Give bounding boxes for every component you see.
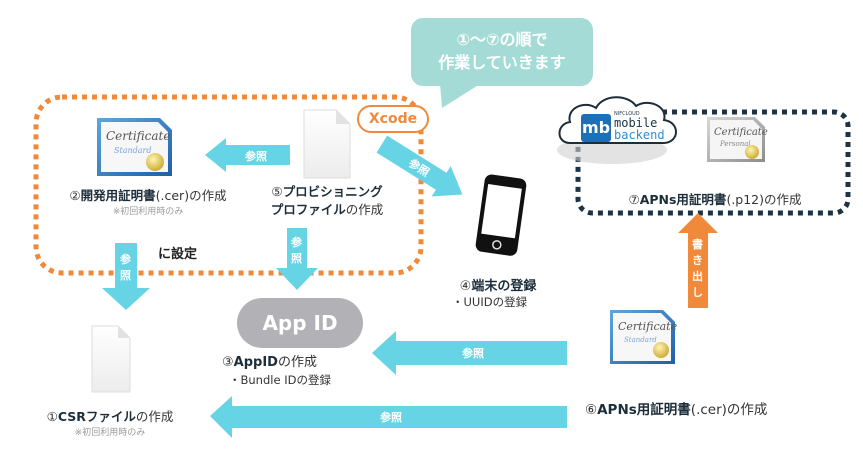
step4-num: ④ (459, 279, 472, 294)
step5-bold2: プロファイル (270, 202, 346, 217)
callout-bubble (411, 18, 593, 108)
step3-rest: の作成 (277, 355, 317, 370)
certificate-icon-step2: Certificate Standard (97, 118, 172, 176)
arrow-label-bottom: 照 (291, 252, 302, 265)
arrow-reference-6-to-3: 参照 (372, 331, 567, 375)
export-char-3: 出 (692, 269, 703, 283)
callout-line2: 作業していきます (438, 53, 566, 72)
step6-num: ⑥ (585, 402, 598, 418)
step1-rest: の作成 (135, 409, 174, 424)
step1-num: ① (46, 409, 58, 424)
arrow-label-top: 参 (120, 252, 132, 266)
arrow-reference-5-to-4: 参照 (376, 135, 463, 197)
cert-standard: Standard (624, 336, 657, 344)
arrow-reference-6-to-1: 参照 (210, 396, 567, 438)
export-char-4: し (692, 286, 703, 299)
step2-bold: 開発用証明書 (80, 188, 156, 203)
arrow-reference-2-to-1: 参 照 (102, 243, 150, 310)
csr-file-icon (91, 325, 131, 393)
step5-num: ⑤ (271, 184, 283, 199)
step5-bold: プロビショニング (282, 184, 383, 199)
cert-title: Certificate (106, 129, 170, 143)
logo-line-mobile: mobile (614, 116, 658, 130)
step3-num: ③ (222, 355, 234, 370)
logo-line-backend: backend (614, 128, 665, 142)
personal-certificate-icon: Certificate Personal (707, 117, 768, 162)
provisioning-file-icon (303, 109, 351, 179)
arrow-label: 参照 (380, 410, 402, 424)
callout-line1: ①〜⑦の順で (456, 30, 548, 49)
arrow-export-6-to-7: 書 き 出 し (678, 213, 718, 308)
step7-bold: APNs用証明書 (639, 192, 727, 207)
cert-title: Certificate (714, 127, 768, 138)
step1-bold: CSRファイル (57, 409, 136, 424)
arrow-label-top: 参 (291, 235, 303, 249)
step3-bold: AppID (233, 355, 278, 370)
xcode-group-border (33, 94, 424, 276)
arrow-label: 参照 (462, 346, 484, 360)
nifcloud-group-border (575, 109, 851, 216)
step6-rest: (.cer)の作成 (690, 402, 768, 418)
step4-label: ④端末の登録 (443, 275, 553, 294)
nifcloud-brand-text: NIFCLOUD (614, 111, 640, 117)
step7-rest: (.p12)の作成 (726, 192, 802, 207)
step5-label: ⑤プロビショニング プロファイルの作成 (252, 183, 402, 219)
step3-label: ③AppIDの作成 (222, 351, 352, 370)
step4-note: ・UUIDの登録 (452, 295, 528, 309)
arrow-label-bottom: 照 (120, 269, 131, 282)
xcode-set-label: に設定 (158, 247, 198, 262)
arrow-label: 参照 (245, 149, 267, 163)
step1-note: ※初回利用時のみ (74, 428, 146, 438)
callout-text: ①〜⑦の順で 作業していきます (411, 28, 593, 74)
step1-label: ①CSRファイルの作成 (30, 406, 190, 425)
step4-bold: 端末の登録 (471, 279, 537, 294)
export-char-2: き (692, 254, 703, 267)
xcode-badge: Xcode (357, 105, 429, 133)
mobile-backend-logo-mark: mb (581, 114, 611, 142)
step2-note: ※初回利用時のみ (112, 207, 184, 217)
step6-bold: APNs用証明書 (597, 402, 691, 418)
step7-label: ⑦APNs用証明書(.p12)の作成 (600, 189, 830, 208)
step7-num: ⑦ (628, 192, 640, 207)
mobile-backend-logo-text: mobile backend (614, 117, 665, 141)
step2-label: ②開発用証明書(.cer)の作成 (48, 185, 248, 204)
app-id-pill: App ID (237, 298, 363, 348)
arrow-reference-5-to-2: 参照 (205, 138, 290, 172)
step6-label: ⑥APNs用証明書(.cer)の作成 (585, 398, 815, 418)
step2-num: ② (69, 188, 81, 203)
step3-note: ・Bundle IDの登録 (229, 373, 331, 387)
export-char-1: 書 (692, 237, 703, 251)
step2-rest: (.cer)の作成 (155, 188, 227, 203)
cert-personal: Personal (719, 140, 751, 148)
arrow-reference-5-to-3: 参 照 (276, 228, 318, 290)
step5-rest: の作成 (345, 202, 384, 217)
cert-title: Certificate (618, 320, 678, 333)
smartphone-icon (475, 174, 527, 256)
cert-standard: Standard (114, 146, 151, 155)
certificate-icon-step6: Certificate Standard (610, 310, 678, 364)
